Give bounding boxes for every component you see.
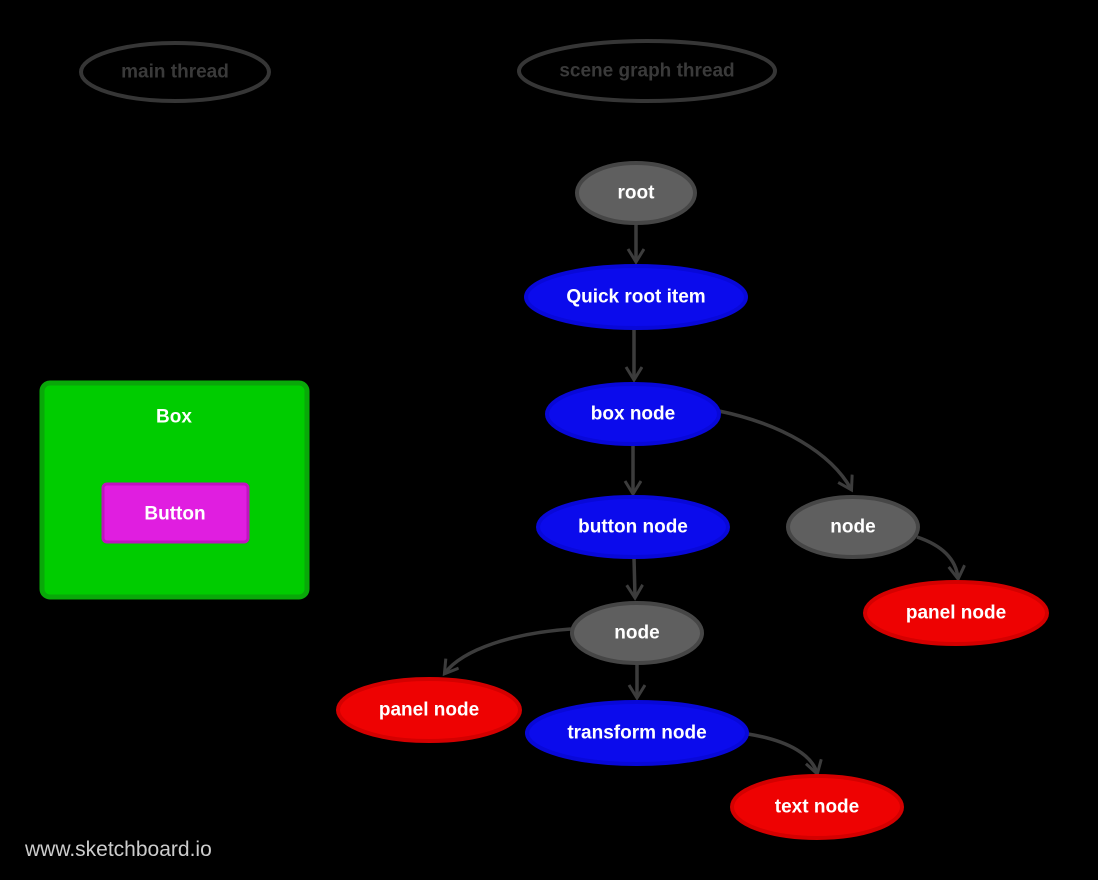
node-root-label: root — [618, 183, 656, 204]
node-mid[interactable]: node — [570, 601, 704, 665]
edge-box-node-to-node-right[interactable] — [718, 409, 851, 489]
node-box-node-label: box node — [591, 404, 675, 425]
node-panel-node-left-label: panel node — [379, 700, 479, 721]
node-text-node-ellipse — [730, 774, 904, 840]
scene-graph-thread-label: scene graph thread — [559, 61, 734, 82]
node-transform-node-ellipse — [525, 700, 749, 766]
node-panel-node-right-ellipse — [863, 580, 1049, 646]
scene-graph-thread-ellipse — [517, 39, 777, 103]
node-panel-node-right-label: panel node — [906, 603, 1006, 624]
node-right-ellipse — [786, 495, 920, 559]
node-box-node[interactable]: box node — [545, 382, 721, 446]
main-thread-label: main thread — [121, 62, 229, 83]
node-mid-ellipse — [570, 601, 704, 665]
button-rect — [101, 482, 250, 544]
node-quick-root-item[interactable]: Quick root item — [524, 264, 748, 330]
edge-node-mid-to-panel-node-left[interactable] — [445, 627, 572, 673]
node-text-node[interactable]: text node — [730, 774, 904, 840]
node-box-node-ellipse — [545, 382, 721, 446]
edge-button-node-to-node-mid[interactable] — [634, 557, 635, 597]
node-button-node-ellipse — [536, 495, 730, 559]
node-right[interactable]: node — [786, 495, 920, 559]
node-root-ellipse — [575, 161, 697, 225]
node-right-label: node — [830, 517, 875, 538]
button-shape[interactable]: Button — [101, 482, 250, 544]
node-button-node-label: button node — [578, 517, 688, 538]
edge-transform-node-to-text-node[interactable] — [747, 732, 817, 773]
watermark-link[interactable]: www.sketchboard.io — [24, 838, 212, 861]
scene-graph-thread-shape[interactable]: scene graph thread — [517, 39, 777, 103]
node-mid-label: node — [614, 623, 659, 644]
node-root[interactable]: root — [575, 161, 697, 225]
node-button-node[interactable]: button node — [536, 495, 730, 559]
node-transform-node[interactable]: transform node — [525, 700, 749, 766]
node-transform-node-label: transform node — [567, 723, 706, 744]
node-quick-root-item-ellipse — [524, 264, 748, 330]
node-panel-node-right[interactable]: panel node — [863, 580, 1049, 646]
box-label: Box — [156, 407, 192, 428]
main-thread-ellipse — [79, 41, 271, 103]
node-text-node-label: text node — [775, 797, 859, 818]
node-quick-root-item-label: Quick root item — [566, 287, 705, 308]
node-panel-node-left[interactable]: panel node — [336, 677, 522, 743]
button-label: Button — [144, 504, 205, 525]
node-panel-node-left-ellipse — [336, 677, 522, 743]
edge-node-right-to-panel-node-right[interactable] — [916, 535, 958, 578]
main-thread-shape[interactable]: main thread — [79, 41, 271, 103]
